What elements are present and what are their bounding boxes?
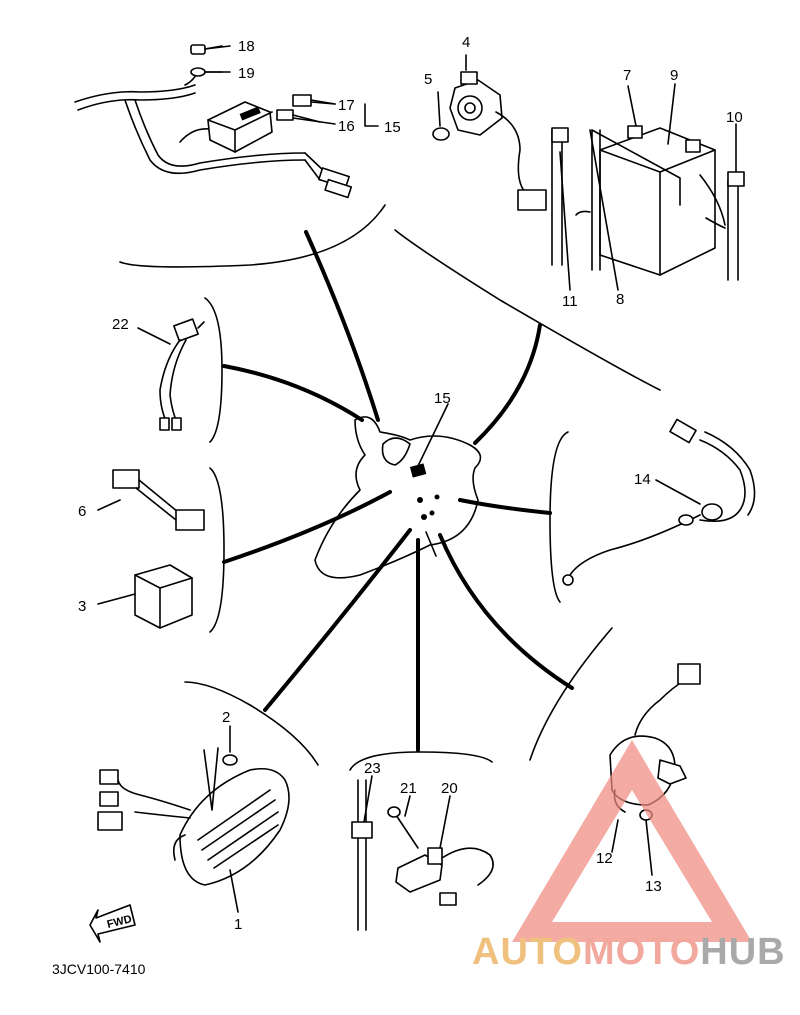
callout-19: 19 (238, 65, 255, 82)
leader-lines (97, 45, 737, 913)
harness-6 (112, 469, 205, 531)
callout-10: 10 (726, 109, 743, 126)
callout-15-center: 15 (434, 390, 451, 407)
watermark-text: AUTOMOTOHUB (472, 931, 786, 973)
callout-23: 23 (364, 760, 381, 777)
callout-labels: 18 19 17 16 15 4 5 7 9 10 11 8 22 15 14 … (78, 34, 743, 933)
callout-2: 2 (222, 709, 230, 726)
fwd-label: FWD (106, 913, 133, 931)
sensor-assembly (432, 54, 547, 211)
switch-14 (562, 418, 756, 586)
cable-band-23 (351, 779, 373, 931)
callout-8: 8 (616, 291, 624, 308)
callout-5: 5 (424, 71, 432, 88)
callout-9: 9 (670, 67, 678, 84)
sensor-20 (387, 806, 494, 906)
harness-assembly (74, 69, 353, 199)
callout-12: 12 (596, 850, 613, 867)
battery (591, 125, 726, 276)
callout-7: 7 (623, 67, 631, 84)
watermark-auto: AUTO (472, 931, 583, 973)
callout-14: 14 (634, 471, 651, 488)
callout-21: 21 (400, 780, 417, 797)
watermark-hub: HUB (700, 931, 785, 973)
callout-18: 18 (238, 38, 255, 55)
section-frames (119, 204, 661, 771)
watermark (512, 740, 752, 942)
callout-1: 1 (234, 916, 242, 933)
fwd-arrow: FWD (89, 904, 136, 943)
callout-20: 20 (441, 780, 458, 797)
callout-22: 22 (112, 316, 129, 333)
callout-16: 16 (338, 118, 355, 135)
fuse-items (276, 94, 336, 123)
ecu-unit (207, 101, 273, 153)
battery-leads (551, 127, 745, 281)
part-code: 3JCV100-7410 (52, 961, 146, 977)
sensor-22 (159, 318, 205, 431)
callout-4: 4 (462, 34, 470, 51)
rectifier-1 (97, 747, 290, 886)
callout-11: 11 (562, 293, 578, 310)
warning-triangle-icon (512, 740, 752, 942)
callout-17: 17 (338, 97, 355, 114)
routing-lines (222, 230, 574, 752)
callout-6: 6 (78, 503, 86, 520)
callout-15-top: 15 (384, 119, 401, 136)
watermark-moto: MOTO (583, 931, 700, 973)
callout-3: 3 (78, 598, 86, 615)
callout-13: 13 (645, 878, 662, 895)
frame-outline (314, 416, 482, 579)
relay-3 (134, 564, 193, 629)
